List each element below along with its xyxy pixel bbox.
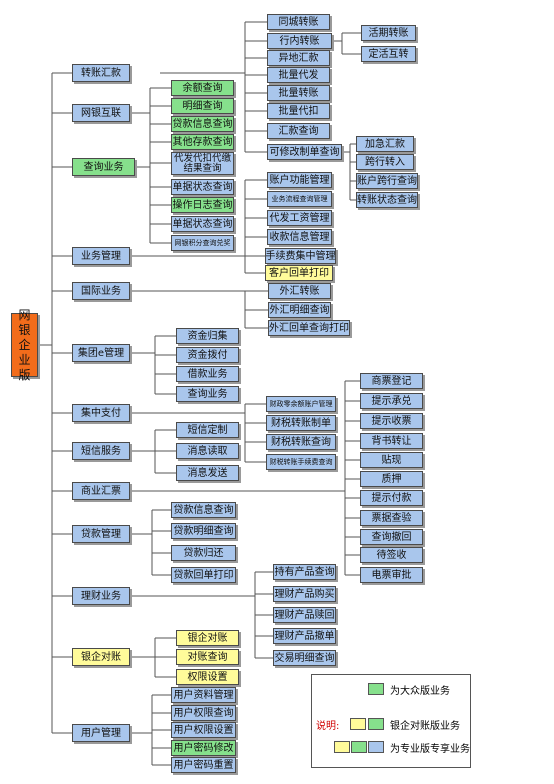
bill-item: 查询撤回 <box>360 529 423 545</box>
transfer-item: 汇款查询 <box>267 123 330 139</box>
bill-item: 贴现 <box>360 452 423 468</box>
category-business: 业务管理 <box>72 247 130 265</box>
wealth-item: 理财产品购买 <box>273 586 336 602</box>
recon-item: 对账查询 <box>176 649 239 665</box>
wealth-item: 持有产品查询 <box>273 564 336 580</box>
central-item: 财税转账手续费查询 <box>266 454 336 470</box>
group-item: 资金归集 <box>176 328 239 344</box>
bill-item: 提示收票 <box>360 413 423 429</box>
bill-item: 提示承兑 <box>360 393 423 409</box>
user-item: 用户密码修改 <box>171 740 236 756</box>
wealth-item: 交易明细查询 <box>273 650 336 666</box>
bill-item: 背书转让 <box>360 433 423 449</box>
user-item: 用户权限查询 <box>171 705 236 721</box>
legend-label-recon: 银企对账版业务 <box>390 721 460 732</box>
transfer-item: 批量代发 <box>267 67 330 83</box>
legend-swatch-green <box>368 718 384 730</box>
bill-item: 商票登记 <box>360 373 423 389</box>
intl-item: 外汇明细查询 <box>268 302 331 318</box>
group-item: 查询业务 <box>176 386 239 402</box>
user-item: 用户资料管理 <box>171 687 236 703</box>
category-wealth: 理财业务 <box>72 587 130 605</box>
group-item: 资金拨付 <box>176 347 239 363</box>
legend-swatch-green <box>351 741 367 753</box>
sms-item: 消息发送 <box>176 465 239 481</box>
business-item: 客户回单打印 <box>265 265 333 281</box>
intl-item: 外汇转账 <box>268 283 331 299</box>
modify-item: 转账状态查询 <box>356 192 418 208</box>
category-international: 国际业务 <box>72 282 130 300</box>
query-item: 明细查询 <box>171 98 234 114</box>
legend-title: 说明: <box>316 721 340 732</box>
legend-label-pro: 为专业版专享业务 <box>390 744 470 755</box>
recon-item: 权限设置 <box>176 669 239 685</box>
business-item: 业务流程查询管理 <box>267 191 332 207</box>
category-reconciliation: 银企对账 <box>72 648 130 666</box>
transfer-item: 可修改制单查询 <box>267 144 342 160</box>
transfer-item: 行内转账 <box>267 33 332 49</box>
user-item: 用户密码重置 <box>171 757 236 773</box>
transfer-item: 批量转账 <box>267 85 330 101</box>
category-interbank: 网银互联 <box>72 104 130 122</box>
transfer-item: 异地汇款 <box>267 50 330 66</box>
bill-item: 票据查验 <box>360 510 423 526</box>
query-item: 单据状态查询 <box>171 216 234 232</box>
central-item: 财税转账查询 <box>266 434 336 450</box>
transfer-item: 同城转账 <box>267 14 330 30</box>
category-user: 用户管理 <box>72 724 130 742</box>
business-item: 手续费集中管理 <box>265 248 336 264</box>
deposit-item: 定活互转 <box>361 46 416 62</box>
legend: 说明: 为大众版业务 银企对账版业务 为专业版专享业务 <box>311 674 471 768</box>
query-item: 网银积分查询兑奖 <box>171 235 234 251</box>
group-item: 借款业务 <box>176 366 239 382</box>
category-query: 查询业务 <box>72 158 135 176</box>
loan-item: 贷款信息查询 <box>171 502 236 518</box>
business-item: 收款信息管理 <box>267 229 332 245</box>
category-group: 集团e管理 <box>72 344 130 362</box>
sms-item: 消息读取 <box>176 443 239 459</box>
loan-item: 贷款回单打印 <box>171 567 236 583</box>
root-node: 网银企业版 <box>11 308 38 382</box>
category-transfer: 转账汇款 <box>72 64 130 82</box>
bill-item: 电票审批 <box>360 567 423 583</box>
bill-item: 待签收 <box>360 547 423 563</box>
intl-item: 外汇回单查询打印 <box>268 320 350 336</box>
central-item: 财政零余额账户管理 <box>266 396 336 412</box>
legend-swatch-yellow <box>350 718 366 730</box>
modify-item: 加急汇款 <box>356 136 414 152</box>
category-loan: 贷款管理 <box>72 525 130 543</box>
user-item: 用户权限设置 <box>171 722 236 738</box>
legend-swatch-green <box>368 683 384 695</box>
sms-item: 短信定制 <box>176 422 239 438</box>
query-item: 贷款信息查询 <box>171 116 234 132</box>
query-item: 其他存款查询 <box>171 134 234 150</box>
business-item: 代发工资管理 <box>267 210 332 226</box>
category-central-payment: 集中支付 <box>72 404 130 422</box>
wealth-item: 理财产品赎回 <box>273 607 336 623</box>
legend-swatch-blue <box>368 741 384 753</box>
loan-item: 贷款归还 <box>171 545 236 561</box>
category-sms: 短信服务 <box>72 442 130 460</box>
legend-label-public: 为大众版业务 <box>390 686 450 697</box>
deposit-item: 活期转账 <box>361 25 416 41</box>
transfer-item: 批量代扣 <box>267 103 330 119</box>
query-item: 余额查询 <box>171 80 234 96</box>
bill-item: 质押 <box>360 471 423 487</box>
category-commercial-bill: 商业汇票 <box>72 482 130 500</box>
wealth-item: 理财产品撤单 <box>273 628 336 644</box>
query-item: 操作日志查询 <box>171 197 234 213</box>
central-item: 财税转账制单 <box>266 415 336 431</box>
business-item: 账户功能管理 <box>267 172 332 188</box>
bill-item: 提示付款 <box>360 490 423 506</box>
loan-item: 贷款明细查询 <box>171 523 236 539</box>
query-item: 代发代扣代缴结果查询 <box>171 152 234 175</box>
recon-item: 银企对账 <box>176 630 239 646</box>
legend-swatch-yellow <box>334 741 350 753</box>
modify-item: 跨行转入 <box>356 154 414 170</box>
query-item: 单据状态查询 <box>171 179 234 195</box>
modify-item: 账户跨行查询 <box>356 173 418 189</box>
